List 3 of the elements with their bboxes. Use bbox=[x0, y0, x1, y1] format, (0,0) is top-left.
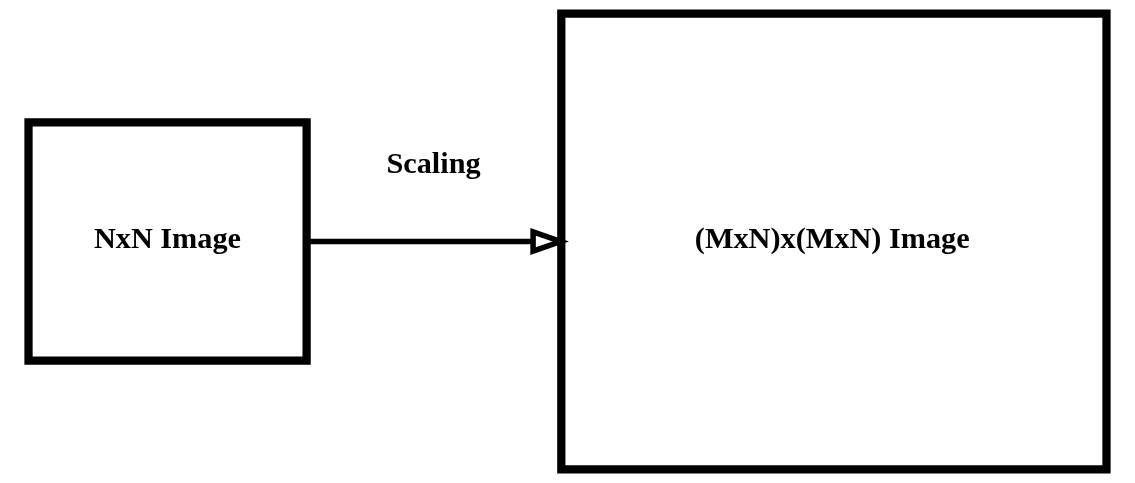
node-box: (MxN)x(MxN) Image bbox=[557, 9, 1111, 474]
edge-label: Scaling bbox=[386, 146, 481, 181]
node-box: NxN Image bbox=[24, 118, 311, 365]
